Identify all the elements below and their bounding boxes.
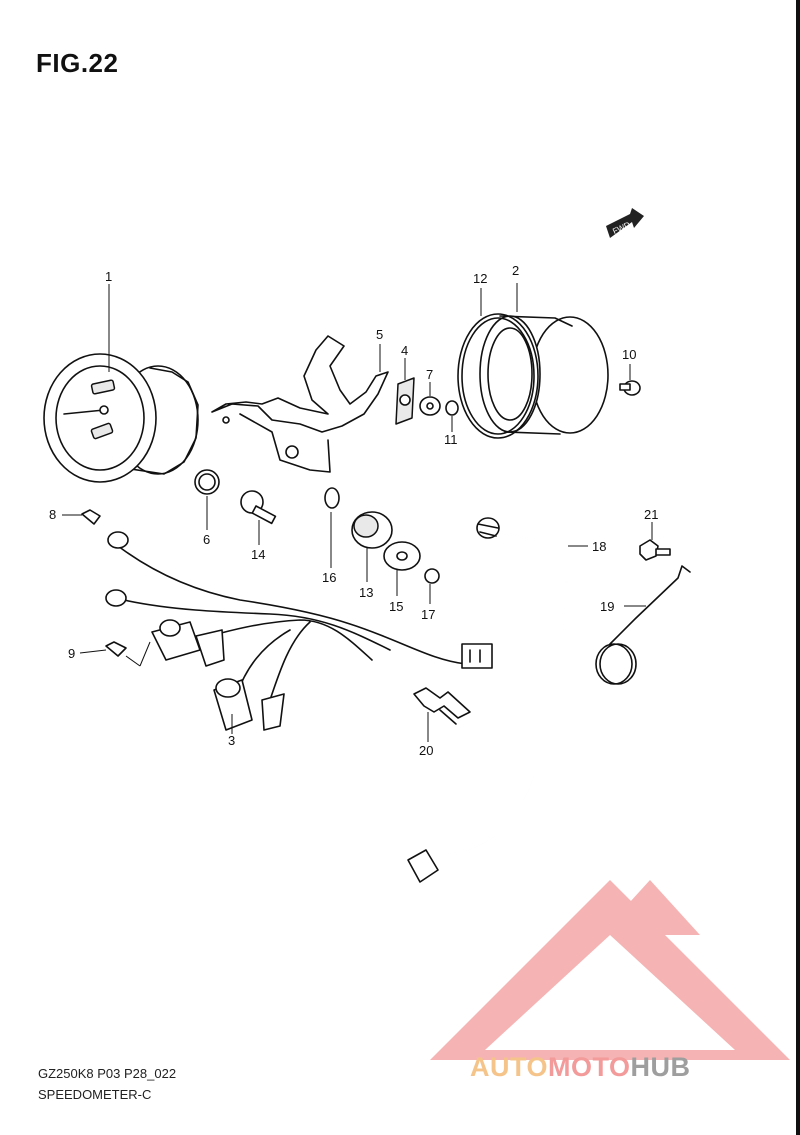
grommet-part (194, 469, 220, 530)
meter-case-part (479, 283, 609, 435)
part-label-3: 3 (228, 733, 235, 748)
washer-part (419, 382, 441, 416)
wiring-harness-part (105, 531, 493, 734)
speedometer-assembly-part (43, 284, 199, 483)
fwd-arrow-icon: FWD (606, 208, 644, 238)
screw-part (619, 364, 641, 396)
part-label-1: 1 (105, 269, 112, 284)
stud-bolt-part (240, 490, 277, 545)
nut-part (445, 400, 459, 432)
part-label-21: 21 (644, 507, 658, 522)
part-label-8: 8 (49, 507, 56, 522)
figure-title: FIG.22 (36, 48, 119, 78)
model-code-text: GZ250K8 P03 P28_022 (38, 1066, 177, 1081)
part-label-2: 2 (512, 263, 519, 278)
bulb-socket-part (351, 511, 393, 582)
page-border (796, 0, 800, 1135)
indicator-bulb-part (79, 641, 127, 657)
part-label-19: 19 (600, 599, 614, 614)
ring-washer-part (383, 541, 421, 596)
part-label-5: 5 (376, 327, 383, 342)
part-label-6: 6 (203, 532, 210, 547)
part-label-16: 16 (322, 570, 336, 585)
meter-bracket-part (211, 335, 389, 473)
part-label-13: 13 (359, 585, 373, 600)
rim-ring-part (457, 288, 539, 439)
part-label-17: 17 (421, 607, 435, 622)
part-label-18: 18 (592, 539, 606, 554)
wedge-bulb-part (62, 509, 101, 525)
cable-clamp-part (413, 687, 471, 742)
small-bulb-part (324, 487, 340, 568)
part-label-4: 4 (401, 343, 408, 358)
watermark-text: AUTOMOTOHUB (470, 1052, 691, 1083)
part-label-14: 14 (251, 547, 265, 562)
speedometer-cable-part (407, 517, 588, 883)
small-bolt-part (639, 522, 671, 561)
watermark-part-auto: AUTO (470, 1052, 549, 1082)
part-label-9: 9 (68, 646, 75, 661)
part-label-12: 12 (473, 271, 487, 286)
part-label-11: 11 (444, 432, 458, 447)
part-number-labels: 1 2 3 4 5 6 7 8 9 10 11 12 13 14 15 16 1… (49, 263, 658, 758)
part-label-10: 10 (622, 347, 636, 362)
reflector-plate-part (395, 358, 415, 425)
watermark-part-hub: HUB (630, 1052, 691, 1082)
return-spring-part (595, 565, 691, 685)
part-label-7: 7 (426, 367, 433, 382)
section-name-text: SPEEDOMETER-C (38, 1087, 152, 1102)
watermark-logo-icon (430, 880, 790, 1060)
part-label-20: 20 (419, 743, 433, 758)
watermark-part-moto: MOTO (548, 1052, 631, 1082)
part-label-15: 15 (389, 599, 403, 614)
small-nut-part (424, 568, 440, 604)
